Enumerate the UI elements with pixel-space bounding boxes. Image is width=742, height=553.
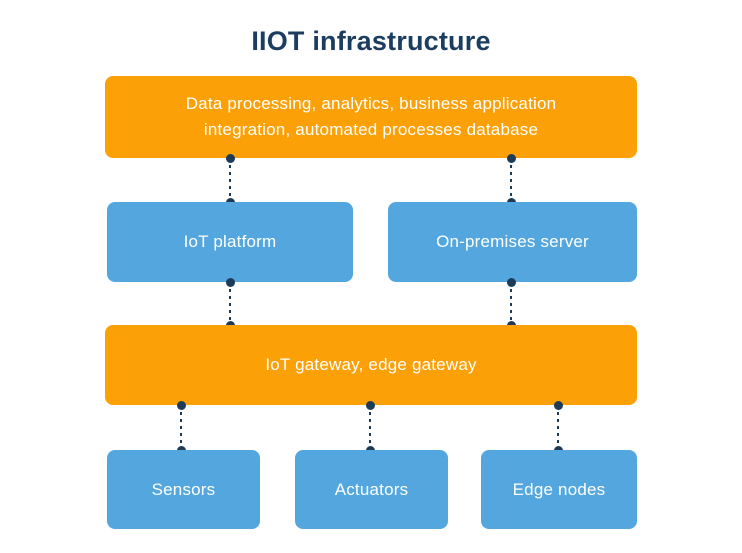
node-label-iot-platform: IoT platform (183, 232, 277, 251)
node-label-data-processing: Data processing, analytics, business app… (185, 94, 557, 139)
connector-gateway-to-actuators (365, 400, 375, 455)
connector-on-premises-server-to-gateway (506, 277, 516, 330)
node-data-processing-applications: Data processing, analytics, business app… (105, 76, 637, 158)
diagram-title: IIOT infrastructure (251, 26, 491, 56)
node-label-on-premises-server: On-premises server (436, 232, 589, 251)
connector-gateway-to-sensors (176, 400, 186, 455)
node-label-sensors: Sensors (151, 479, 216, 499)
connector-gateway-to-edge-nodes (553, 400, 563, 455)
node-label-iot-gateway: IoT gateway, edge gateway (265, 355, 477, 374)
node-label-actuators: Actuators (334, 479, 409, 499)
connector-applications-to-iot-platform (225, 153, 235, 207)
connector-applications-to-on-premises-server (506, 153, 516, 207)
node-iot-gateway: IoT gateway, edge gateway (105, 325, 637, 405)
node-sensors: Sensors (107, 450, 260, 529)
node-iot-platform: IoT platform (107, 202, 353, 282)
node-actuators: Actuators (295, 450, 448, 529)
node-on-premises-server: On-premises server (388, 202, 637, 282)
node-edge-nodes: Edge nodes (481, 450, 637, 529)
connector-iot-platform-to-gateway (225, 277, 235, 330)
node-label-edge-nodes: Edge nodes (512, 479, 606, 499)
